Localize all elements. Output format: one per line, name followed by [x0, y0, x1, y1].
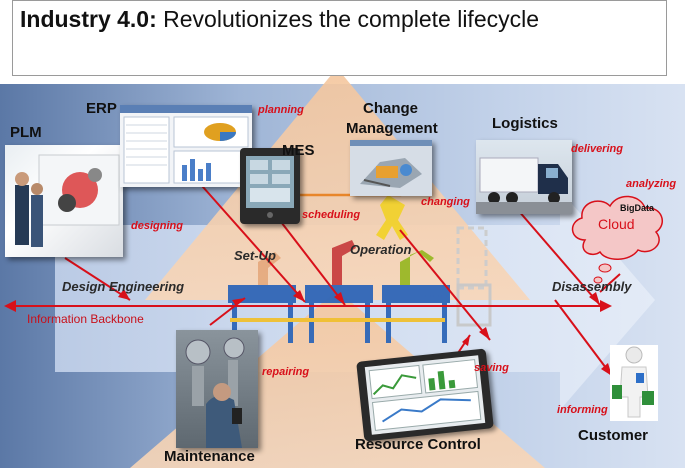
label-scheduling: scheduling — [302, 209, 361, 221]
label-information-backbone: Information Backbone — [27, 312, 144, 326]
page-title: Industry 4.0: Revolutionizes the complet… — [20, 6, 539, 33]
label-designing: designing — [131, 220, 183, 232]
label-operation: Operation — [350, 242, 412, 257]
label-mes: MES — [282, 142, 315, 159]
label-erp: ERP — [86, 100, 117, 117]
label-maintenance: Maintenance — [164, 448, 255, 465]
title-box — [12, 0, 667, 76]
erp-screenshot — [120, 105, 252, 187]
label-change-line2: Management — [346, 120, 438, 137]
label-saving: saving — [474, 362, 509, 374]
title-rest: Revolutionizes the complete lifecycle — [156, 6, 540, 32]
factory-line — [228, 195, 492, 343]
label-change-line1: Change — [363, 100, 419, 117]
title-bold: Industry 4.0: — [20, 6, 157, 32]
logistics-truck-photo — [476, 140, 572, 214]
plm-photo — [5, 145, 123, 257]
label-planning: planning — [258, 104, 304, 116]
maintenance-photo — [176, 330, 258, 448]
change-management-screenshot — [350, 140, 432, 196]
label-cloud: Cloud — [598, 216, 635, 232]
label-setup: Set-Up — [234, 248, 276, 263]
label-delivering: delivering — [571, 143, 623, 155]
label-analyzing: analyzing — [626, 178, 677, 190]
label-repairing: repairing — [262, 366, 310, 378]
cloud-shape — [571, 195, 664, 284]
upper-triangle — [145, 68, 530, 300]
label-logistics: Logistics — [492, 115, 558, 132]
label-design-engineering: Design Engineering — [62, 279, 185, 294]
label-disassembly: Disassembly — [552, 279, 632, 294]
label-changing: changing — [421, 196, 470, 208]
label-informing: informing — [557, 404, 608, 416]
label-bigdata: BigData — [620, 203, 655, 213]
resource-control-tablet — [356, 348, 494, 442]
mes-tablet — [240, 148, 300, 224]
label-customer: Customer — [578, 427, 649, 444]
customer-figure — [610, 345, 658, 421]
label-plm: PLM — [10, 124, 42, 141]
label-resource-control: Resource Control — [355, 436, 481, 453]
